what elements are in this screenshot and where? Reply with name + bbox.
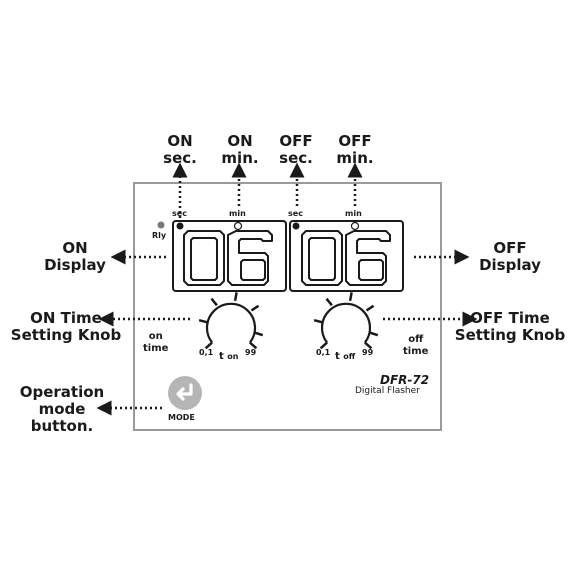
- on-knob-min-label: 0,1: [199, 348, 214, 357]
- left-sec-label: sec: [172, 209, 187, 218]
- right-min-led: [350, 221, 360, 231]
- right-sec-label: sec: [288, 209, 303, 218]
- off-display-digit-6: [345, 230, 391, 286]
- model-subtitle: Digital Flasher: [355, 386, 420, 396]
- rly-label: Rly: [152, 231, 167, 240]
- left-sec-led: [176, 222, 184, 230]
- model-name: DFR-72: [380, 373, 430, 387]
- off-knob-min-label: 0,1: [316, 348, 331, 357]
- off-knob-max-label: 99: [362, 348, 374, 357]
- off-display-digit-0: [301, 230, 343, 286]
- mode-button[interactable]: MODE: [163, 374, 207, 424]
- on-knob-t-label: t on: [219, 351, 239, 362]
- on-display-digit-6: [227, 230, 273, 286]
- return-arrow-icon: [168, 376, 202, 410]
- mode-button-label: MODE: [168, 413, 195, 422]
- on-time-knob: [198, 292, 264, 350]
- left-min-label: min: [229, 209, 246, 218]
- on-display-digit-0: [183, 230, 225, 286]
- rly-led: [157, 221, 165, 229]
- off-knob-t-label: t off: [335, 351, 356, 362]
- left-min-led: [233, 221, 243, 231]
- right-min-label: min: [345, 209, 362, 218]
- right-sec-led: [292, 222, 300, 230]
- on-knob-max-label: 99: [245, 348, 257, 357]
- off-time-knob: [313, 292, 379, 350]
